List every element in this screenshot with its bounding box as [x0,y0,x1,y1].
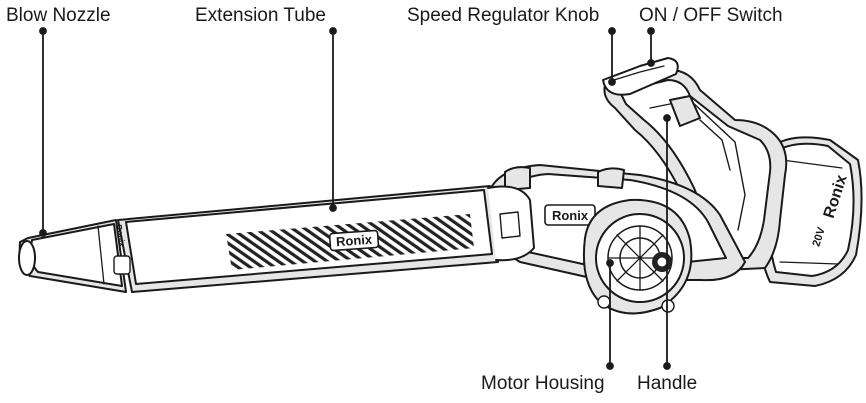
leader-extension-tube [329,27,337,212]
label-on-off-switch: ON / OFF Switch [639,5,783,26]
label-speed-regulator-knob: Speed Regulator Knob [407,5,600,26]
tube-brand-label: Ronix [335,232,373,250]
label-motor-housing: Motor Housing [481,373,605,394]
extension-tube [117,185,535,293]
leader-speed-regulator-knob [608,27,616,86]
label-extension-tube: Extension Tube [195,5,326,26]
motor-housing [582,198,693,315]
leader-handle [663,114,671,370]
leader-on-off-switch [647,27,655,67]
label-handle: Handle [637,373,698,394]
speed-regulator-knob [602,57,679,96]
leader-blow-nozzle [39,27,47,237]
blow-nozzle [18,219,131,293]
motor-brand-label: Ronix [552,208,589,223]
nozzle-brand-label: Ronix [114,224,127,248]
leader-motor-housing [606,259,614,370]
label-blow-nozzle: Blow Nozzle [6,5,111,26]
on-off-switch [669,95,701,127]
battery-voltage-label: 20V [810,225,828,248]
handle [603,68,788,271]
